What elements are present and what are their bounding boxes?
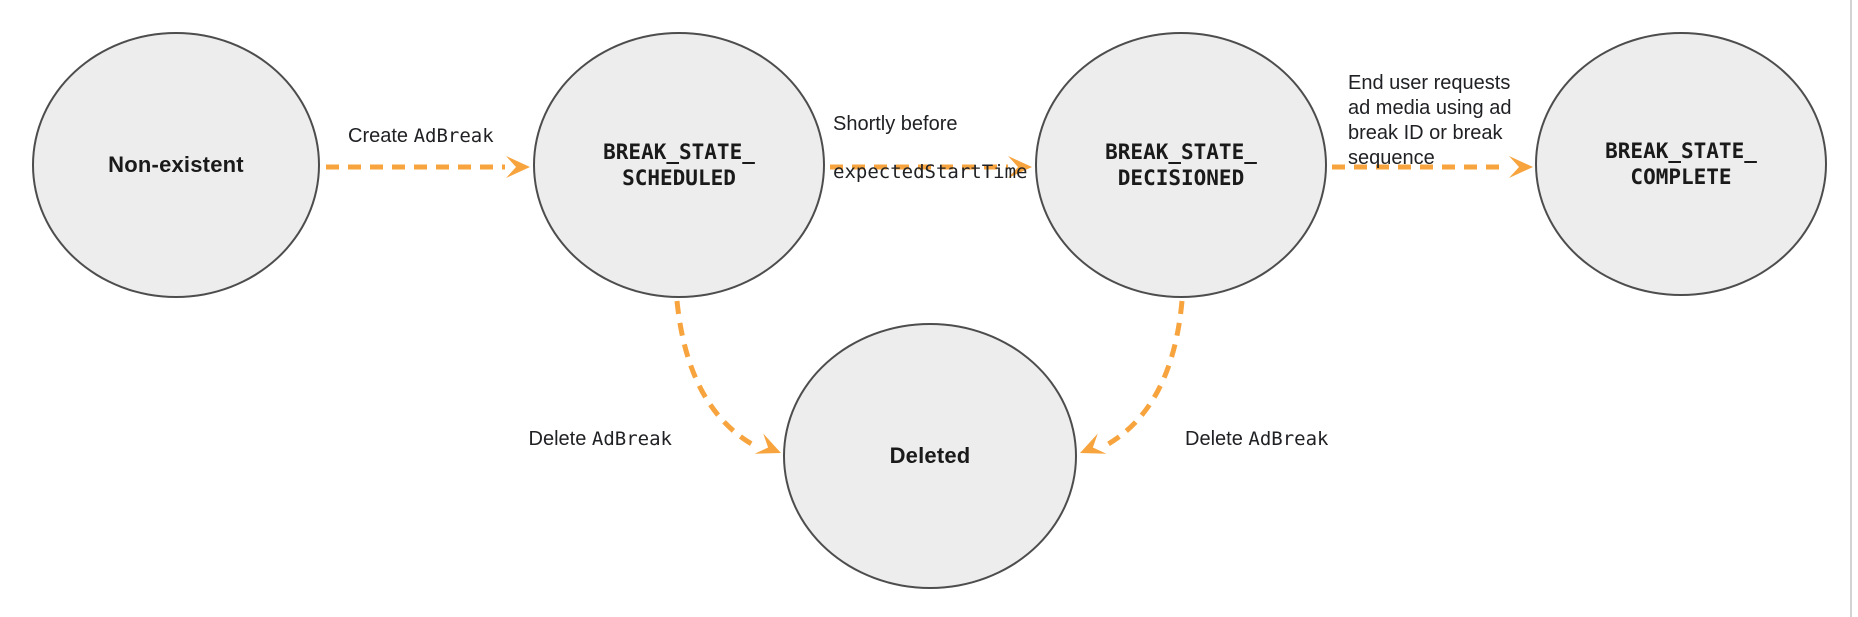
state-node-break-state-complete: BREAK_STATE_ COMPLETE: [1535, 32, 1827, 296]
state-node-break-state-scheduled: BREAK_STATE_ SCHEDULED: [533, 32, 825, 298]
transition-label-text: Delete: [528, 428, 592, 450]
transition-label-end-user-requests: End user requests ad media using ad brea…: [1348, 46, 1511, 171]
transition-label-text: Shortly before: [833, 113, 958, 135]
state-node-deleted: Deleted: [783, 323, 1077, 589]
state-node-non-existent: Non-existent: [32, 32, 320, 298]
transition-label-code: AdBreak: [413, 125, 494, 147]
transition-label-shortly-before: Shortly before expectedStartTime: [833, 88, 1027, 184]
arrowhead-icon: [506, 156, 530, 178]
arrow-delete-adbreak-right: [1101, 300, 1185, 450]
transition-label-code: AdBreak: [591, 428, 672, 450]
page-edge-divider: [1850, 0, 1852, 617]
transition-label-delete-adbreak-right: Delete AdBreak: [1185, 403, 1328, 451]
state-node-label: BREAK_STATE_ COMPLETE: [1605, 139, 1757, 189]
transition-label-code: expectedStartTime: [833, 161, 1028, 183]
arrowhead-icon: [1509, 156, 1533, 178]
arrowhead-icon: [754, 433, 781, 454]
state-node-label: Deleted: [889, 443, 971, 468]
arrowhead-icon: [1008, 156, 1032, 178]
arrow-delete-adbreak-left: [674, 300, 759, 450]
state-node-label: BREAK_STATE_ DECISIONED: [1105, 140, 1257, 190]
state-node-label: BREAK_STATE_ SCHEDULED: [603, 140, 755, 190]
state-node-break-state-decisioned: BREAK_STATE_ DECISIONED: [1035, 32, 1327, 298]
transition-label-text: Delete: [1185, 428, 1249, 450]
transition-label-text: End user requests ad media using ad brea…: [1348, 72, 1512, 169]
transition-label-code: AdBreak: [1248, 428, 1329, 450]
arrowhead-icon: [1080, 433, 1107, 454]
transition-label-create-adbreak: Create AdBreak: [348, 100, 494, 148]
transition-label-text: Create: [348, 125, 414, 147]
state-node-label: Non-existent: [108, 152, 244, 177]
transition-label-delete-adbreak-left: Delete AdBreak: [440, 403, 672, 451]
